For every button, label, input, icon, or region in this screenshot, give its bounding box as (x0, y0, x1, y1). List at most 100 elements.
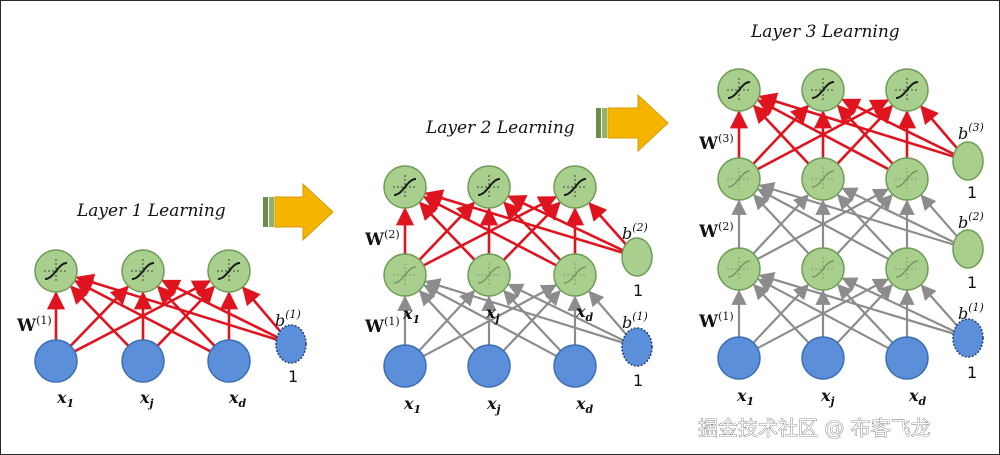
neuron (467, 165, 511, 209)
input-neuron (383, 344, 427, 388)
hidden-label: x1 (402, 304, 420, 326)
connection-edge (920, 105, 960, 151)
neuron (553, 253, 597, 297)
bias-value: 1 (967, 183, 977, 202)
diagram-labels: Layer 1 Learning W(1) b(1) 1 x1 xj xd La… (16, 22, 984, 440)
next-stage-arrow (596, 93, 669, 153)
connection-edge (757, 188, 890, 261)
input-label: x1 (403, 394, 421, 416)
connection-edge (836, 193, 894, 255)
weight-label: W(3) (698, 132, 734, 154)
neuron (801, 68, 845, 112)
bias-value: 1 (967, 363, 977, 382)
neuron (885, 68, 929, 112)
connection-edge (156, 285, 216, 347)
panel-2-title: Layer 2 Learning (425, 118, 575, 138)
connection-edge (752, 193, 810, 255)
neuron (553, 165, 597, 209)
connection-edge (920, 284, 959, 328)
connection-edge (837, 283, 894, 344)
neuron (801, 247, 845, 291)
connection-edge (418, 290, 476, 352)
bias-label: b(2) (958, 210, 984, 232)
bias-neuron (621, 327, 653, 367)
connection-edge (507, 195, 624, 252)
neuron (467, 253, 511, 297)
input-label: xd (908, 386, 927, 408)
connection-edge (503, 289, 562, 352)
neuron (717, 157, 761, 201)
bias-label: b(1) (958, 301, 984, 323)
connection-edge (423, 284, 558, 358)
input-neuron (717, 336, 761, 380)
bias-label: b(1) (275, 308, 301, 330)
neuron (801, 157, 845, 201)
weight-label: W(2) (698, 220, 734, 242)
next-stage-arrow (263, 182, 334, 242)
bias-value: 1 (967, 273, 977, 292)
neuron (717, 247, 761, 291)
neuron-nodes (34, 68, 984, 388)
connection-edges (46, 92, 960, 358)
connection-edge (424, 278, 624, 344)
bias-value: 1 (288, 367, 298, 386)
watermark: 掘金技术社区 @ 布客飞龙 (698, 416, 931, 440)
connection-edge (756, 99, 890, 171)
input-label: x1 (736, 386, 754, 408)
input-neuron (467, 344, 511, 388)
neuron (885, 157, 929, 201)
bias-value: 1 (633, 281, 643, 300)
input-neuron (207, 339, 251, 383)
neuron (207, 249, 251, 293)
bias-neuron (621, 237, 653, 277)
bias-label: b(1) (622, 310, 648, 332)
connection-edge (757, 278, 889, 350)
input-neuron (121, 339, 165, 383)
connection-edge (758, 92, 955, 158)
input-neuron (801, 336, 845, 380)
connection-edge (507, 283, 624, 342)
connection-edge (424, 189, 624, 254)
connection-edge (422, 195, 557, 267)
input-label: xj (139, 388, 154, 410)
bias-neuron (952, 318, 984, 358)
input-label: xj (486, 394, 501, 416)
hidden-label: xj (485, 303, 500, 325)
connection-edge (758, 271, 954, 335)
weight-label: W(1) (364, 315, 400, 337)
input-label: xd (575, 394, 594, 416)
bias-label: b(2) (622, 221, 648, 243)
input-neuron (885, 336, 929, 380)
connection-edge (242, 286, 283, 334)
progression-arrows (263, 93, 669, 242)
panel-3-title: Layer 3 Learning (750, 22, 900, 42)
connection-edge (73, 280, 211, 353)
neuron (717, 68, 761, 112)
panel-1-title: Layer 1 Learning (76, 201, 226, 221)
bias-neuron (952, 229, 984, 269)
input-neuron (34, 339, 78, 383)
weight-label: W(1) (16, 314, 52, 336)
bias-label: b(3) (958, 121, 984, 143)
bias-neuron (952, 141, 984, 181)
weight-label: W(2) (364, 228, 400, 250)
connection-edge (753, 283, 810, 344)
connection-edge (841, 277, 955, 333)
connection-edge (758, 182, 954, 246)
input-label: x1 (56, 388, 74, 410)
neuron (383, 165, 427, 209)
neuron (121, 249, 165, 293)
neuron (34, 249, 78, 293)
connection-edge (161, 279, 279, 339)
input-label: xd (228, 388, 247, 410)
neuron (383, 253, 427, 297)
connection-edge (75, 273, 278, 341)
bias-value: 1 (633, 371, 643, 390)
connection-edge (841, 98, 956, 156)
bias-neuron (275, 324, 307, 364)
input-label: xj (820, 386, 835, 408)
hidden-label: xd (575, 302, 594, 324)
connection-edge (920, 194, 959, 239)
